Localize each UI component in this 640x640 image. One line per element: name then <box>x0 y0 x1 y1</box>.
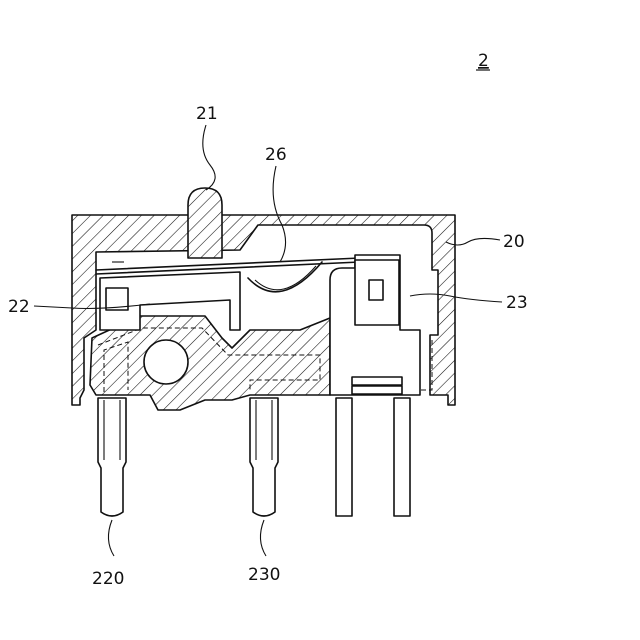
leader-23 <box>410 294 502 302</box>
leader-26 <box>273 166 285 262</box>
label-230: 230 <box>248 565 280 585</box>
leader-21 <box>203 125 215 190</box>
movable-spring <box>96 258 360 274</box>
pin-left-rear <box>336 398 352 516</box>
label-22: 22 <box>8 297 30 317</box>
leader-220 <box>108 520 114 556</box>
leader-230 <box>260 520 266 556</box>
label-23: 23 <box>506 293 528 313</box>
actuator <box>188 188 222 258</box>
fixed-contact-window <box>369 280 383 300</box>
label-21: 21 <box>196 104 218 124</box>
label-20: 20 <box>503 232 525 252</box>
figure-number: 2 <box>478 51 489 71</box>
fixed-slot-upper <box>352 377 402 385</box>
mounting-hole <box>144 340 188 384</box>
label-220: 220 <box>92 569 124 589</box>
label-26: 26 <box>265 145 287 165</box>
pin-right-rear <box>394 398 410 516</box>
pin-220 <box>98 398 126 516</box>
fixed-slot-lower <box>352 386 402 394</box>
pin-230 <box>250 398 278 516</box>
